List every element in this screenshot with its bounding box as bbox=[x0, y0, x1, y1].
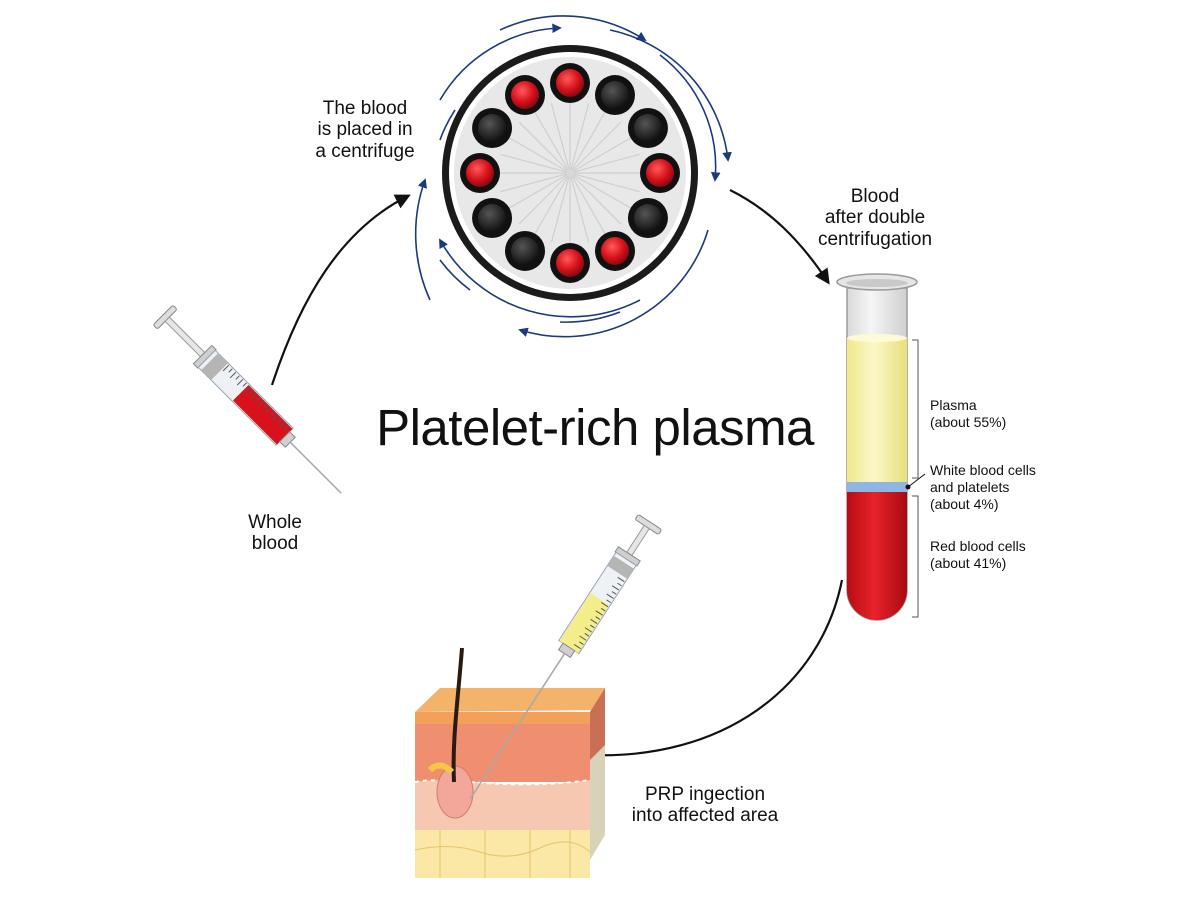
label-double-line2: after double bbox=[824, 207, 926, 229]
empty-slot bbox=[472, 198, 513, 238]
centrifuge bbox=[442, 45, 698, 301]
label-white-line2: and platelets bbox=[930, 478, 1010, 495]
red-sample-tube bbox=[550, 63, 590, 103]
label-double-line1: Blood bbox=[850, 186, 900, 207]
label-injection-line1: PRP ingection bbox=[644, 784, 766, 805]
red-sample-tube bbox=[550, 243, 590, 283]
label-plasma-line1: Plasma bbox=[930, 397, 977, 413]
label-plasma-line2: (about 55%) bbox=[930, 413, 1007, 430]
label-red-line1: Red blood cells bbox=[930, 538, 1026, 554]
label-white-line3: (about 4%) bbox=[930, 495, 999, 512]
red-sample-tube bbox=[640, 153, 680, 193]
empty-slot bbox=[472, 108, 513, 148]
arrow-to-centrifuge bbox=[270, 194, 411, 386]
arrow-to-skin bbox=[586, 579, 844, 764]
empty-slot bbox=[595, 75, 635, 116]
label-centrifuge-line2: is placed in bbox=[317, 119, 413, 141]
red-sample-tube bbox=[505, 75, 545, 116]
label-double-centrifugation: Blood after double centrifugation bbox=[800, 186, 950, 250]
label-injection: PRP ingection into affected area bbox=[610, 784, 800, 827]
label-white-cells: White blood cells and platelets (about 4… bbox=[930, 462, 1036, 512]
label-centrifuge-line1: The blood bbox=[322, 98, 408, 119]
label-red-cells: Red blood cells (about 41%) bbox=[930, 538, 1026, 572]
label-injection-line2: into affected area bbox=[631, 805, 779, 827]
label-centrifuge-line3: a centrifuge bbox=[315, 140, 415, 162]
red-sample-tube bbox=[460, 153, 500, 193]
empty-slot bbox=[627, 108, 668, 148]
empty-slot bbox=[505, 230, 545, 271]
label-plasma: Plasma (about 55%) bbox=[930, 397, 1006, 431]
red-sample-tube bbox=[595, 230, 635, 271]
label-red-line2: (about 41%) bbox=[930, 554, 1007, 571]
skin-cross-section bbox=[414, 647, 605, 878]
label-whole-line2: blood bbox=[251, 533, 299, 555]
empty-slot bbox=[627, 198, 668, 238]
label-whole-blood: Whole blood bbox=[225, 512, 325, 555]
whole-blood-syringe bbox=[153, 305, 342, 494]
label-centrifuge: The blood is placed in a centrifuge bbox=[290, 98, 440, 162]
rotation-arrows bbox=[414, 15, 732, 338]
test-tube bbox=[836, 273, 926, 621]
flow-arrows bbox=[270, 189, 844, 764]
diagram-title: Platelet-rich plasma bbox=[376, 399, 814, 456]
label-whole-line1: Whole bbox=[248, 512, 302, 533]
label-white-line1: White blood cells bbox=[930, 462, 1036, 478]
prp-syringe bbox=[469, 514, 662, 800]
label-double-line3: centrifugation bbox=[817, 228, 933, 250]
arrow-to-tube bbox=[729, 189, 830, 285]
